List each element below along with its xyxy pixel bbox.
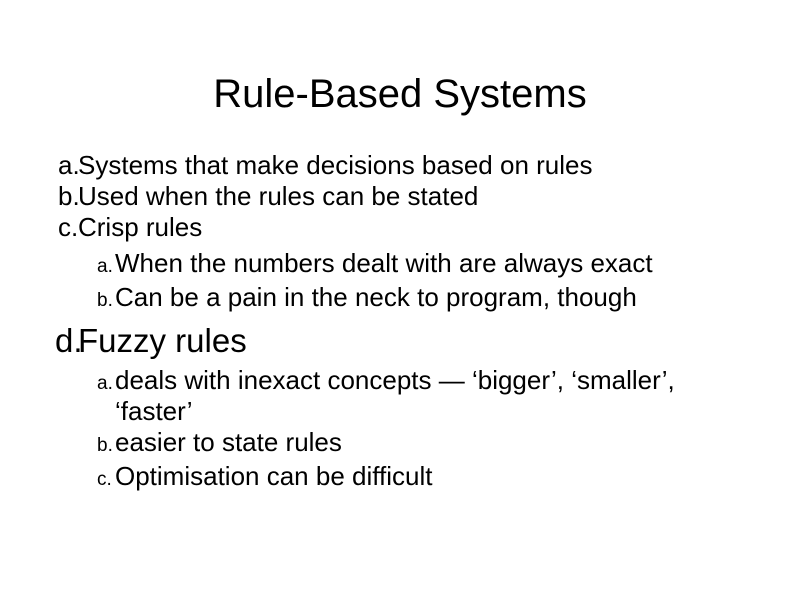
list-item: a. When the numbers dealt with are alway…	[97, 248, 800, 282]
list-item: b. Used when the rules can be stated	[58, 181, 800, 212]
list-marker: c.	[97, 469, 112, 490]
list-item: a. Systems that make decisions based on …	[58, 150, 800, 181]
list-item: c. Optimisation can be difficult	[97, 461, 800, 495]
list-marker: c.	[58, 212, 79, 242]
list-item: b. easier to state rules	[97, 427, 800, 461]
outline-list: a. Systems that make decisions based on …	[0, 150, 800, 495]
list-item-text-line1: deals with inexact concepts — ‘bigger’, …	[115, 365, 675, 395]
list-marker: b.	[58, 181, 80, 211]
list-item-text: Optimisation can be difficult	[115, 461, 433, 491]
list-item-text: Can be a pain in the neck to program, th…	[115, 282, 637, 312]
list-item-text: Crisp rules	[78, 212, 203, 242]
list-item-text: Fuzzy rules	[78, 322, 247, 359]
list-item: d. Fuzzy rules	[55, 321, 800, 361]
list-marker: d.	[55, 322, 83, 359]
list-item-text: deals with inexact concepts — ‘bigger’, …	[115, 365, 675, 427]
list-item: b. Can be a pain in the neck to program,…	[97, 282, 800, 316]
list-item-text: Used when the rules can be stated	[78, 181, 479, 211]
list-item-text: When the numbers dealt with are always e…	[115, 248, 653, 278]
list-item: a. deals with inexact concepts — ‘bigger…	[97, 365, 800, 427]
list-item: c. Crisp rules	[58, 212, 800, 243]
list-item-text-line2: ‘faster’	[115, 396, 193, 426]
list-marker: a.	[97, 373, 113, 394]
slide-title: Rule-Based Systems	[213, 72, 587, 116]
list-marker: b.	[97, 290, 113, 311]
list-item-text: easier to state rules	[115, 427, 342, 457]
list-marker: b.	[97, 435, 113, 456]
list-marker: a.	[58, 150, 80, 180]
list-item-text: Systems that make decisions based on rul…	[78, 150, 593, 180]
list-marker: a.	[97, 256, 113, 277]
